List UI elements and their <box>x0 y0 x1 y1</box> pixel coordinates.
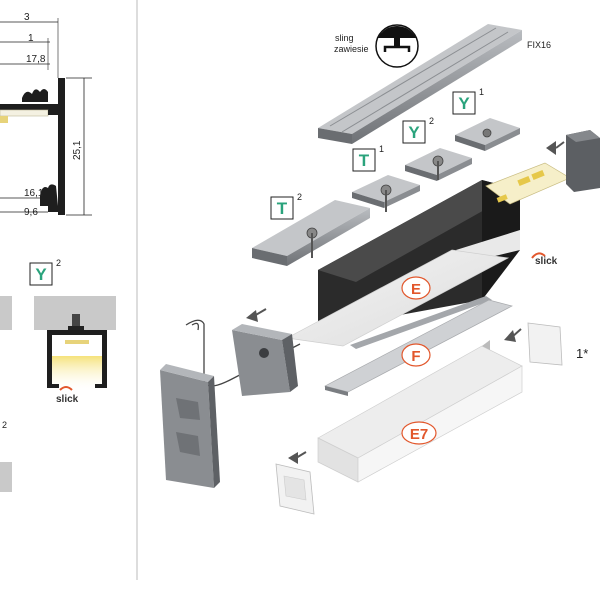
main-panel: sling zawiesie FIX16 Y 1 Y 2 <box>160 24 600 515</box>
oval-e-letter: E <box>411 281 421 298</box>
end-cap-bottom <box>275 463 315 515</box>
sling-label-2: zawiesie <box>334 44 369 54</box>
slick-logo-main-swoosh <box>531 252 546 259</box>
end-plate-large <box>160 364 220 488</box>
profile-cross-section <box>0 78 65 215</box>
end-cap-1star <box>527 322 563 366</box>
t-bracket-long <box>252 200 370 266</box>
arrow-end-cap-right <box>504 330 516 342</box>
fix16-label: FIX16 <box>527 40 551 50</box>
dim-label-height: 25,1 <box>72 140 83 160</box>
fix16-mounting-channel <box>318 24 522 144</box>
dim-label-top-1: 3 <box>24 12 30 23</box>
profile-suspended-view <box>47 314 107 392</box>
ceiling-block-lower <box>0 462 12 492</box>
badge-t1-sup: 2 <box>297 192 302 202</box>
left-panel: 3 1 17,8 25,1 16,1 9,6 Y 2 <box>0 12 116 492</box>
badge-y-left-letter: Y <box>35 265 47 284</box>
badge-y-left <box>29 262 53 286</box>
arrow-end-cap-bottom <box>288 452 298 464</box>
sling-icon <box>375 24 419 68</box>
badge-t2-letter: T <box>359 151 370 170</box>
badge-t1 <box>270 196 294 220</box>
cover-e <box>285 249 510 347</box>
badge-t2-sup: 1 <box>379 144 384 154</box>
dim-label-width: 17,8 <box>26 54 46 65</box>
badge-y-left-sup: 2 <box>56 258 61 268</box>
badge-y2-letter: Y <box>458 94 470 113</box>
arrow-end-plug-top <box>546 141 556 155</box>
badge-y2 <box>452 91 476 115</box>
cover-e7 <box>317 340 523 483</box>
ceiling-block-partial <box>0 296 12 330</box>
y-bracket-screw <box>405 148 472 181</box>
t-bracket-small <box>352 175 420 212</box>
dim-label-inner: 16,1 <box>24 188 44 199</box>
badge-t1-letter: T <box>277 199 288 218</box>
oval-e <box>401 276 431 300</box>
end-cap-cable <box>232 324 298 396</box>
slick-logo-left-swoosh <box>59 386 73 391</box>
left-lower-sup: 2 <box>2 420 7 430</box>
sling-label-1: sling <box>335 33 354 43</box>
oval-f <box>401 343 431 367</box>
oval-e7-letter: E7 <box>410 426 428 443</box>
oval-e7 <box>401 421 437 445</box>
badge-y1 <box>402 120 426 144</box>
end-cap-label: 1* <box>576 346 588 361</box>
badge-y2-sup: 1 <box>479 87 484 97</box>
dim-label-top-2: 1 <box>28 33 34 44</box>
oval-f-letter: F <box>411 348 420 365</box>
y-bracket-small <box>455 118 520 151</box>
badge-y1-sup: 2 <box>429 116 434 126</box>
arrow-end-cap-cable <box>246 310 258 322</box>
dim-label-bottom: 9,6 <box>24 207 38 218</box>
slick-logo-left: slick <box>56 394 79 405</box>
badge-y1-letter: Y <box>408 123 420 142</box>
end-plug-top <box>566 130 600 192</box>
led-strip <box>485 162 571 205</box>
slick-logo-main: slick <box>535 256 558 267</box>
badge-t2 <box>352 148 376 172</box>
